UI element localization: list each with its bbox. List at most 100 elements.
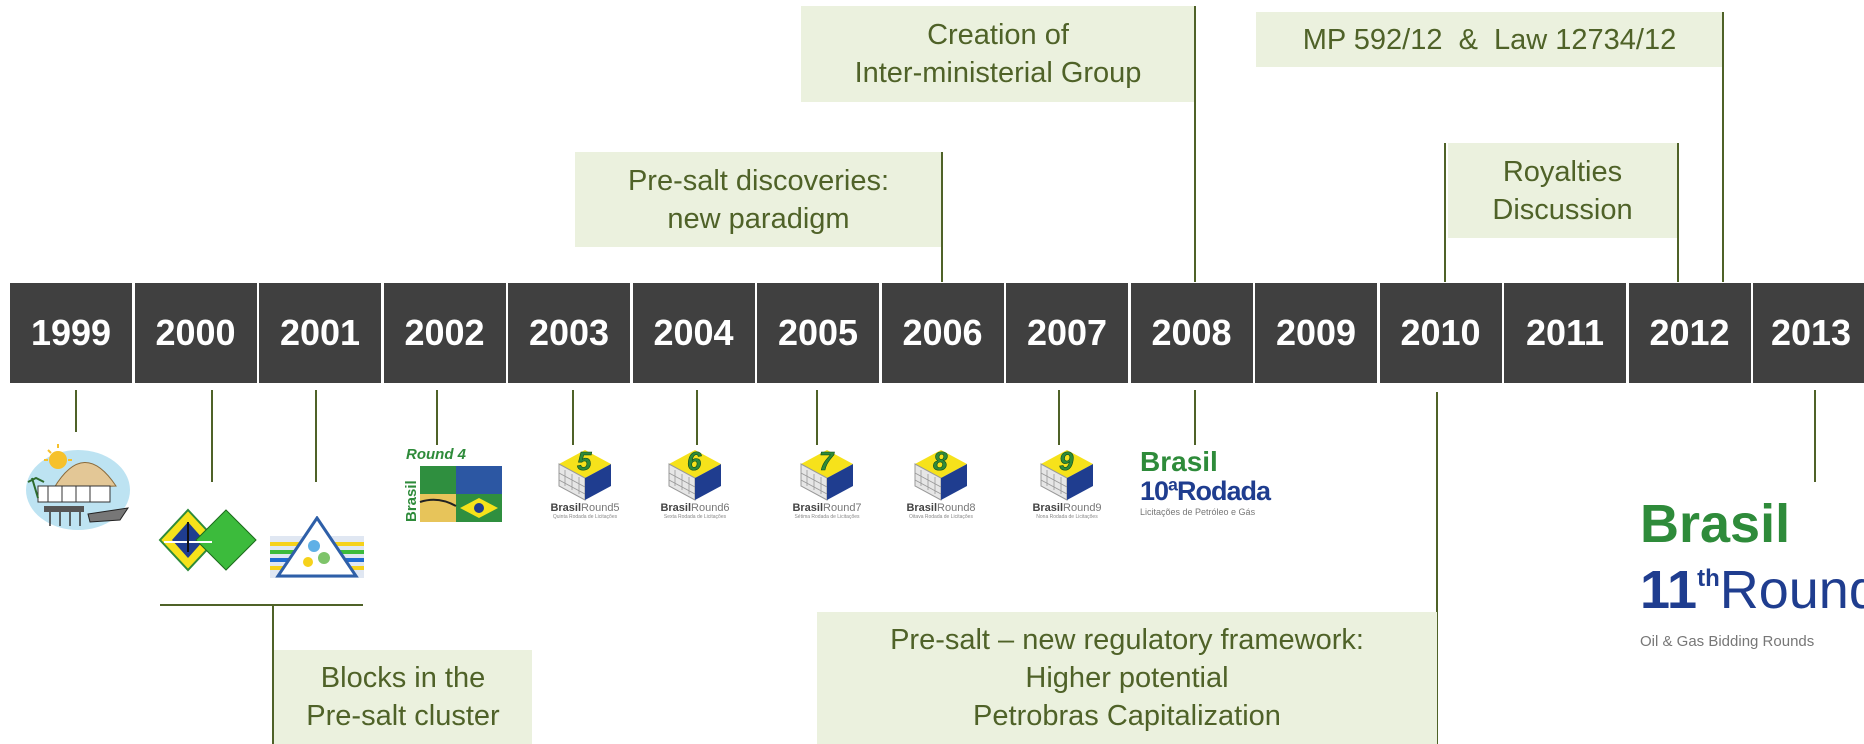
logo-round: Round7	[823, 502, 862, 514]
round1-illustration	[26, 444, 130, 530]
cube-icon: 9	[1040, 446, 1093, 501]
logo-round-num: 11	[1640, 560, 1698, 620]
note-royalties: Royalties Discussion	[1448, 143, 1677, 238]
logo-round: Round9	[1063, 502, 1102, 514]
cube-icon: 7	[800, 446, 853, 501]
note-mp-law: MP 592/12 & Law 12734/12	[1256, 12, 1723, 67]
connector-line	[1722, 12, 1724, 282]
round4-logo: Round 4 Brasil	[403, 446, 502, 522]
logo-round: Round5	[581, 502, 620, 514]
logo-side: Brasil	[403, 480, 420, 522]
note-line: Creation of	[927, 19, 1069, 51]
logo-brand: Brasil	[1032, 502, 1064, 514]
logo-round-line: BrasilRound7	[782, 502, 872, 514]
connector-line	[1436, 392, 1438, 744]
note-line: Blocks in the	[320, 662, 486, 694]
logo-caption: Nona Rodada de Licitações	[1036, 514, 1098, 520]
year-cell: 2007	[1006, 283, 1128, 383]
year-cell: 2012	[1628, 283, 1751, 383]
logo-caption: Licitações de Petróleo e Gás	[1140, 507, 1256, 517]
year-cell: 2004	[632, 283, 755, 383]
connector-line	[272, 604, 274, 744]
logo-brand: Brasil	[906, 502, 938, 514]
logo-connector	[75, 390, 77, 432]
note-line: Higher potential	[1025, 662, 1229, 694]
connector-line	[1194, 6, 1196, 282]
logo-round-sup: th	[1697, 565, 1720, 592]
note-regulatory-framework: Pre-salt – new regulatory framework: Hig…	[817, 612, 1437, 744]
year-cell: 2002	[383, 283, 506, 383]
note-line: Inter-ministerial Group	[854, 57, 1142, 89]
note-presalt-discoveries: Pre-salt discoveries: new paradigm	[575, 152, 942, 247]
logo-connector	[1814, 390, 1816, 482]
logo-caption: Quinta Rodada de Licitações	[552, 514, 618, 520]
cube-icon: 5	[558, 446, 611, 501]
cube-digit: 7	[819, 446, 835, 476]
cube-digit: 9	[1059, 446, 1074, 476]
round2-logo	[158, 508, 257, 572]
cube-icon: 8	[914, 446, 967, 501]
year-cell: 2006	[881, 283, 1004, 383]
connector-line	[1677, 143, 1679, 282]
logo-connector	[315, 390, 317, 482]
logo-round-line: BrasilRound8	[896, 502, 986, 514]
logo-round-line: BrasilRound9	[1022, 502, 1112, 514]
logo-brand: Brasil	[660, 502, 692, 514]
logo-brand: Brasil	[1640, 494, 1791, 554]
note-line: Pre-salt cluster	[306, 700, 500, 732]
note-line: Petrobras Capitalization	[973, 700, 1281, 732]
logo-round-line: 11thRound	[1640, 550, 1864, 633]
logo-connector	[1058, 390, 1060, 445]
cube-digit: 8	[933, 446, 948, 476]
logo-round: Round6	[691, 502, 730, 514]
logo-caption: Oitava Rodada de Licitações	[909, 514, 973, 520]
note-interministerial: Creation of Inter-ministerial Group	[801, 6, 1195, 102]
note-line: MP 592/12 & Law 12734/12	[1302, 23, 1677, 56]
logo-caption: Oil & Gas Bidding Rounds	[1640, 633, 1815, 650]
logo-brand: Brasil	[792, 502, 824, 514]
logo-title: Round 4	[406, 446, 467, 463]
year-cell: 2011	[1504, 283, 1626, 383]
connector-line	[941, 152, 943, 282]
cube-icon: 6	[668, 446, 721, 501]
round10-logo: Brasil 10ªRodada Licitações de Petróleo …	[1140, 448, 1280, 518]
note-line: Pre-salt – new regulatory framework:	[890, 624, 1364, 656]
note-line: Pre-salt discoveries:	[627, 164, 890, 197]
year-cell: 2001	[259, 283, 381, 383]
logo-round: 10ªRodada	[1140, 476, 1271, 506]
logo-brand: Brasil	[1140, 446, 1218, 477]
year-cell: 2008	[1130, 283, 1253, 383]
cube-digit: 6	[687, 446, 702, 476]
year-cell: 2009	[1255, 283, 1377, 383]
logo-brand: Brasil	[550, 502, 582, 514]
note-blocks-presalt: Blocks in the Pre-salt cluster	[274, 650, 532, 744]
logo-connector	[436, 390, 438, 445]
note-line: Royalties	[1502, 155, 1623, 188]
logo-caption: Sétima Rodada de Licitações	[794, 514, 860, 520]
logo-connector	[696, 390, 698, 445]
logo-caption: Sexta Rodada de Licitações	[663, 514, 727, 520]
logo-round-line: BrasilRound5	[540, 502, 630, 514]
cube-digit: 5	[577, 446, 592, 476]
logo-round: Round8	[937, 502, 976, 514]
note-line: new paradigm	[667, 202, 850, 235]
logo-connector	[816, 390, 818, 445]
logo-connector	[1194, 390, 1196, 445]
logo-connector	[211, 390, 213, 482]
year-cell: 2003	[508, 283, 630, 383]
year-cell: 2010	[1379, 283, 1502, 383]
logo-round-line: BrasilRound6	[650, 502, 740, 514]
logo-connector	[572, 390, 574, 445]
year-cell: 1999	[10, 283, 132, 383]
bracket-line	[160, 604, 363, 606]
note-line: Discussion	[1492, 193, 1633, 226]
year-cell: 2005	[757, 283, 879, 383]
year-cell: 2013	[1753, 283, 1864, 383]
logo-round-word: Round	[1719, 560, 1864, 620]
round3-logo	[270, 516, 364, 578]
